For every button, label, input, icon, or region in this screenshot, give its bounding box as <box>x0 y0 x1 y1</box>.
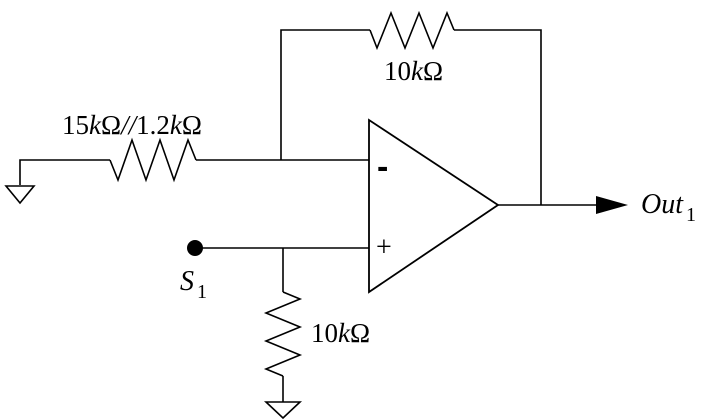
ground-symbol-bottom <box>263 401 303 419</box>
label-noninverting-plus: + <box>376 232 392 263</box>
wire-feedback-left <box>280 29 370 160</box>
label-input-resistor: 15kΩ//1.2kΩ <box>62 110 202 140</box>
wire-input-ground-to-resistor <box>19 159 110 185</box>
resistor-input-15k-1.2k <box>109 137 197 183</box>
wire-feedback-right <box>454 29 542 205</box>
output-arrow-icon <box>596 196 628 214</box>
label-feedback-resistor: 10kΩ <box>384 56 444 86</box>
opamp-triangle <box>368 118 500 294</box>
ground-symbol-left <box>4 185 36 205</box>
label-inverting-minus: - <box>377 148 389 186</box>
resistor-ground-10k <box>263 291 303 377</box>
resistor-feedback-10k <box>369 10 455 51</box>
label-ground-resistor: 10kΩ <box>311 318 371 348</box>
